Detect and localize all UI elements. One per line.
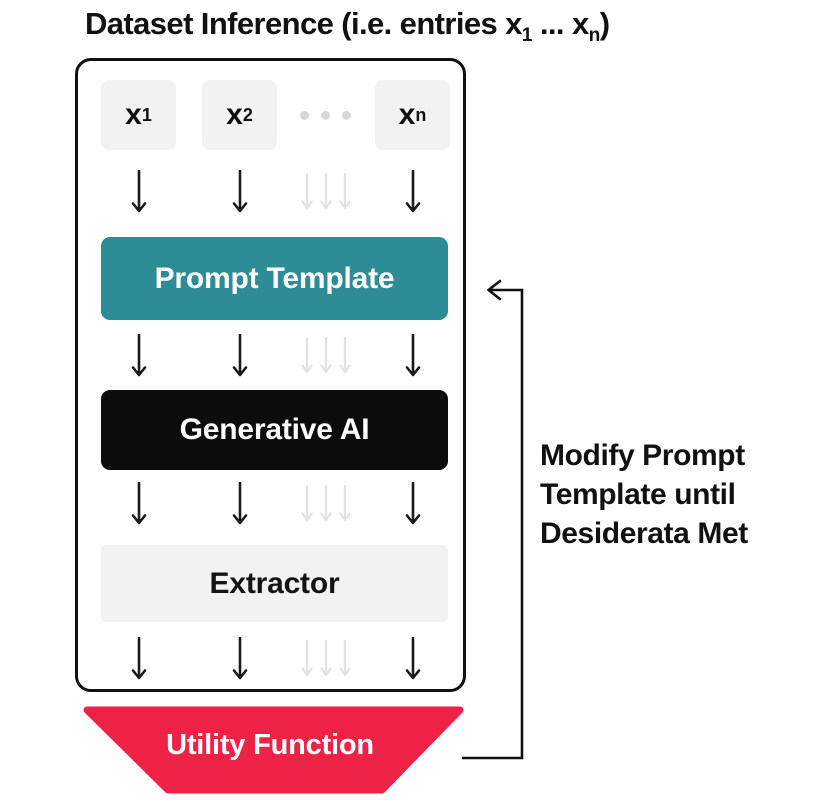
down-arrow-icon [232, 482, 248, 525]
stage-prompt-template: Prompt Template [101, 237, 448, 320]
annotation-line: Modify Prompt [540, 439, 745, 472]
stage-extractor: Extractor [101, 545, 448, 622]
down-arrow-icon [131, 482, 147, 525]
down-arrow-icon [232, 334, 248, 377]
down-arrow-icon [131, 170, 147, 213]
stage-label: Extractor [209, 566, 340, 600]
title-ellipsis: ... x [531, 6, 589, 41]
ellipsis-icon [300, 111, 351, 120]
input-subscript: 1 [141, 104, 152, 125]
down-arrow-faded-icon [339, 173, 351, 210]
annotation-line: Desiderata Met [540, 517, 748, 550]
feedback-annotation: Modify Prompt Template until Desiderata … [540, 436, 748, 553]
down-arrow-icon [232, 637, 248, 680]
down-arrow-icon [131, 637, 147, 680]
utility-function-shape [83, 706, 464, 794]
arrow-row-4 [0, 637, 472, 681]
input-label: x [398, 98, 416, 131]
down-arrow-faded-icon [320, 173, 332, 210]
title-text: Dataset Inference (i.e. entries x [85, 6, 522, 41]
input-subscript: n [415, 104, 427, 125]
down-arrow-icon [405, 170, 421, 213]
down-arrow-faded-icon [339, 337, 351, 374]
down-arrow-icon [131, 334, 147, 377]
stage-label: Generative AI [179, 413, 370, 446]
page-title: Dataset Inference (i.e. entries x1 ... x… [85, 6, 610, 47]
title-subscript-n: n [588, 25, 601, 47]
stage-label: Prompt Template [154, 261, 395, 295]
down-arrow-faded-icon [339, 485, 351, 522]
arrow-row-1 [0, 170, 472, 214]
arrow-row-2 [0, 334, 472, 378]
down-arrow-faded-icon [320, 485, 332, 522]
down-arrow-faded-icon [320, 337, 332, 374]
down-arrow-faded-icon [301, 485, 313, 522]
down-arrow-icon [232, 170, 248, 213]
down-arrow-faded-icon [301, 173, 313, 210]
stage-generative-ai: Generative AI [101, 390, 448, 470]
annotation-line: Template until [540, 478, 736, 511]
input-subscript: 2 [242, 104, 253, 125]
down-arrow-faded-icon [320, 640, 332, 677]
down-arrow-icon [405, 334, 421, 377]
down-arrow-icon [405, 637, 421, 680]
down-arrow-faded-icon [301, 640, 313, 677]
title-close-paren: ) [599, 6, 610, 41]
title-subscript-1: 1 [521, 25, 533, 47]
down-arrow-faded-icon [339, 640, 351, 677]
input-label: x [125, 98, 142, 131]
down-arrow-faded-icon [301, 337, 313, 374]
down-arrow-icon [405, 482, 421, 525]
utility-function-label: Utility Function [166, 729, 374, 761]
input-label: x [226, 98, 243, 131]
arrow-row-3 [0, 482, 472, 526]
